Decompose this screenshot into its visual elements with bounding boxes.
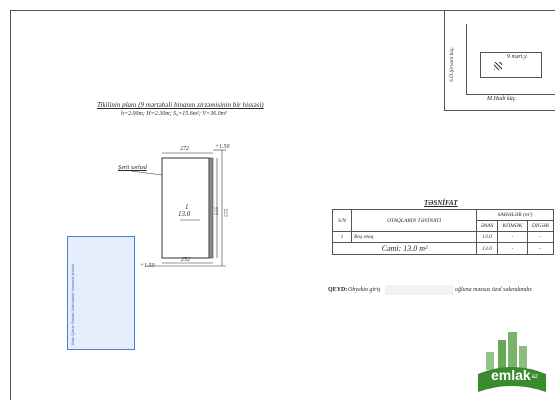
stamp-text: Bakı Şəhər Əmlak Xidmətinin Yasamal şöbə… bbox=[70, 263, 75, 345]
total-label: Cəmi: bbox=[381, 244, 402, 253]
dim-top: 272 bbox=[180, 146, 189, 152]
street-line-h bbox=[466, 94, 555, 95]
logo-word: emlak bbox=[491, 367, 531, 383]
section-label: Şərti sərhəd bbox=[118, 165, 147, 171]
table-row: 1 Boş otaq 13.0 - - bbox=[332, 231, 555, 243]
dim-right-inner: 515 bbox=[214, 206, 220, 215]
official-stamp: Bakı Şəhər Əmlak Xidmətinin Yasamal şöbə… bbox=[67, 236, 135, 350]
note-text-end: oğluna məxsus özəl sakındandır. bbox=[455, 287, 533, 293]
table-total-row: Cəmi: 13.0 m² 13.0 - - bbox=[332, 242, 555, 255]
frame-top bbox=[10, 10, 555, 11]
building-hatch bbox=[494, 62, 502, 70]
level-bottom: +1.50 bbox=[140, 263, 155, 269]
inset-left bbox=[444, 10, 445, 110]
street-horizontal-label: M.Hadi küç. bbox=[487, 96, 517, 102]
redacted-name bbox=[385, 285, 453, 295]
room-number: 1 bbox=[185, 203, 189, 211]
total-value: 13.0 m² bbox=[403, 244, 428, 253]
room-area: 13.0 bbox=[178, 210, 191, 218]
street-line-v bbox=[466, 24, 467, 94]
dim-right-outer: 575 bbox=[224, 208, 230, 217]
plan-params: h=2.00m; H=2.30m; S₀=15.6m²; V=36.0m³ bbox=[121, 111, 227, 117]
logo-suffix: .az bbox=[530, 374, 539, 380]
building-outline bbox=[480, 52, 542, 78]
classification-table: S/N OTAQLARIN TƏYİNATI SAHƏLƏR (m²) ƏSAS… bbox=[332, 209, 555, 255]
col-komek: KÖMƏK bbox=[497, 220, 528, 232]
col-diger: DİGƏR bbox=[526, 220, 555, 232]
dim-bottom: 252 bbox=[181, 257, 190, 263]
level-top: +1.50 bbox=[215, 144, 230, 150]
frame-left bbox=[10, 10, 11, 400]
plan-title: Tikilinin planı (9 mərtəbəli binanın zir… bbox=[97, 101, 264, 109]
note-label: QEYD: bbox=[328, 287, 348, 293]
emlak-logo-icon bbox=[478, 332, 546, 392]
table-title: TƏSNİFAT bbox=[424, 199, 458, 207]
note-text-start: Obyekto giriş bbox=[348, 287, 381, 293]
col-esas: ƏSAS bbox=[475, 220, 499, 232]
inset-bottom bbox=[444, 110, 555, 111]
col-no: S/N bbox=[332, 209, 352, 232]
building-label: 9 mərt.y. bbox=[507, 54, 528, 60]
col-areas: SAHƏLƏR (m²) bbox=[476, 209, 554, 221]
col-name: OTAQLARIN TƏYİNATI bbox=[351, 209, 477, 232]
